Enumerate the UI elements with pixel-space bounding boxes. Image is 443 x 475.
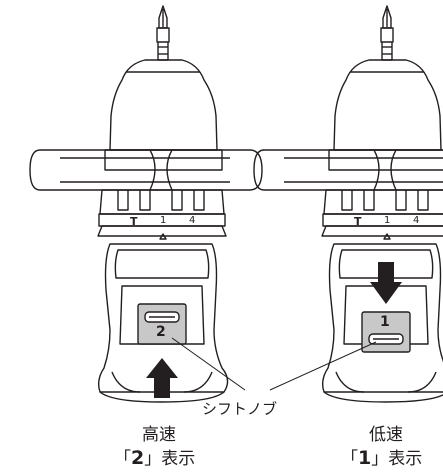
right-display-suffix: 表示 [388,449,423,469]
left-dial-mark-t: T [130,215,138,228]
left-drill [29,5,263,403]
right-drill-chuck [333,59,442,151]
left-dial-mark-4: 4 [189,215,196,226]
left-display-caption: 「2」表示 [114,447,196,469]
right-display-number: 1 [358,447,372,469]
left-side-handle [29,149,263,191]
left-speed-label: 高速 [142,425,176,445]
right-speed-label: 低速 [369,425,403,445]
left-display-number: 2 [131,447,145,469]
left-knob-number: 2 [156,324,166,340]
left-drill-chuck [109,59,218,151]
left-dial-mark-1: 1 [160,215,167,226]
right-dial-mark-1: 1 [384,215,391,226]
right-side-handle [253,149,443,191]
right-drill [253,5,443,403]
left-display-suffix: 表示 [161,449,196,469]
callout-leaders [171,337,377,391]
left-drill-bit [156,5,170,61]
right-dial-mark-4: 4 [413,215,420,226]
right-drill-bit [380,5,394,61]
right-display-caption: 「1」表示 [341,447,423,469]
left-shift-arrow-up [146,358,178,398]
right-shift-arrow-down [370,262,402,304]
right-dial-mark-t: T [354,215,362,228]
right-knob-number: 1 [380,314,390,330]
callout-label: シフトノブ [202,400,278,418]
right-drill-body [321,243,443,393]
